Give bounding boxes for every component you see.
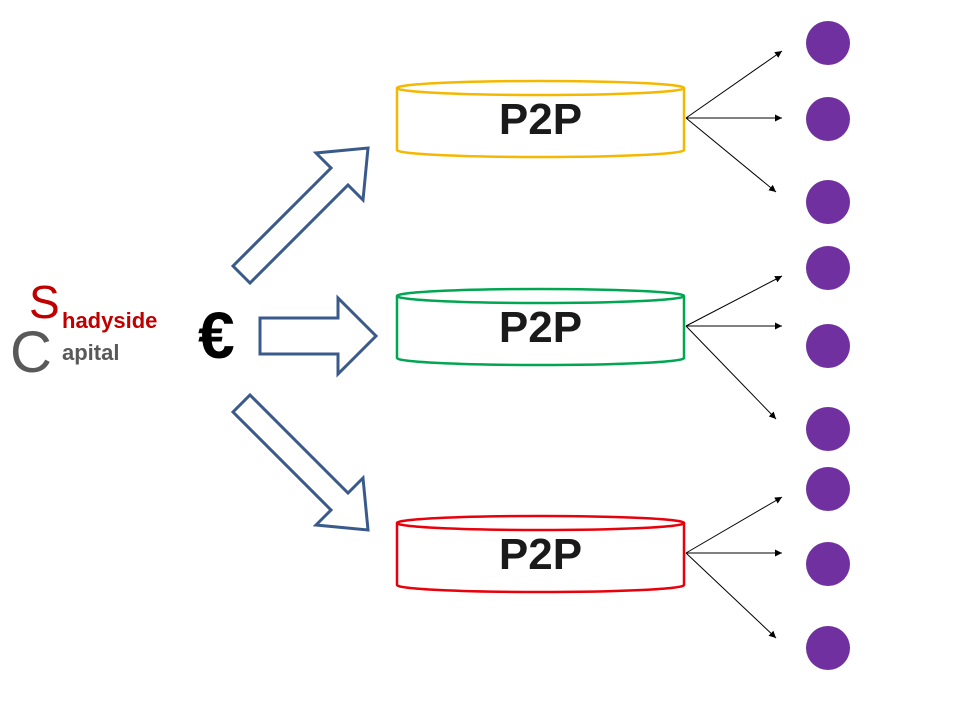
platform-label: P2P xyxy=(499,95,582,144)
allocation-arrow-down xyxy=(230,392,370,532)
allocation-arrow-right xyxy=(258,294,379,378)
logo-initial-c: C xyxy=(10,320,52,385)
loan-distribution xyxy=(685,21,850,670)
platform-cylinder-body xyxy=(395,523,686,594)
platform-cylinder-body xyxy=(395,88,686,159)
loan-dot xyxy=(806,180,850,224)
loan-arrow xyxy=(685,496,783,554)
loan-dot xyxy=(806,324,850,368)
allocation-arrows xyxy=(230,146,379,532)
loan-dot xyxy=(806,542,850,586)
logo-line-2: apital xyxy=(62,340,119,365)
loan-arrow xyxy=(685,275,783,327)
p2p-platform-2: P2P xyxy=(395,287,686,367)
p2p-platform-1: P2P xyxy=(395,79,686,159)
platform-cylinder-top xyxy=(395,287,686,305)
loan-dot xyxy=(806,467,850,511)
platform-cylinder-top xyxy=(395,514,686,532)
loan-arrow xyxy=(685,117,777,193)
platform-cylinder-top xyxy=(395,79,686,97)
loan-arrow xyxy=(685,552,777,639)
allocation-arrow-up xyxy=(230,146,370,286)
p2p-platforms: P2P P2P P2P xyxy=(395,79,686,594)
loan-dot xyxy=(806,97,850,141)
euro-symbol: € xyxy=(198,298,235,372)
platform-label: P2P xyxy=(499,303,582,352)
loan-arrow xyxy=(685,325,777,420)
loan-arrow xyxy=(685,50,783,119)
shadyside-capital-logo: C S hadyside apital xyxy=(10,276,157,385)
logo-initial-s: S xyxy=(29,276,60,328)
loan-dot xyxy=(806,246,850,290)
logo-line-1: hadyside xyxy=(62,308,157,333)
platform-cylinder-body xyxy=(395,296,686,367)
loan-dot xyxy=(806,21,850,65)
p2p-platform-3: P2P xyxy=(395,514,686,594)
loan-dot xyxy=(806,407,850,451)
loan-dot xyxy=(806,626,850,670)
platform-label: P2P xyxy=(499,530,582,579)
